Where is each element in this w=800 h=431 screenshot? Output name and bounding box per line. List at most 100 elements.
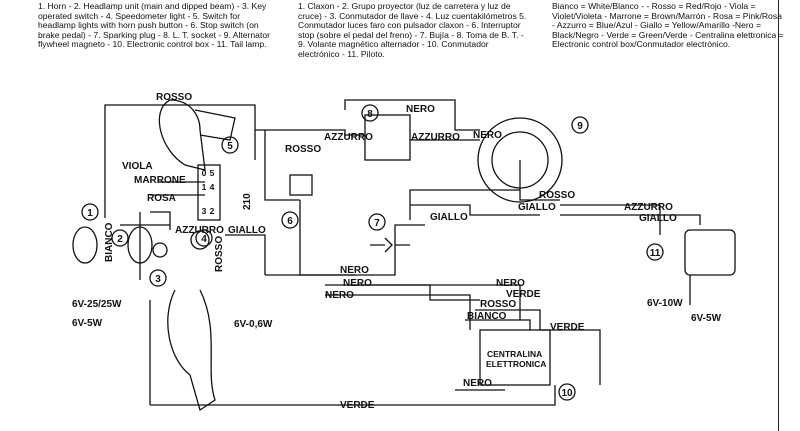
rating-headlamp-pilot: 6V-5W: [72, 318, 103, 329]
handlebar-lower-outline: [167, 289, 216, 412]
wire-label-giallo-head: GIALLO: [228, 225, 266, 236]
switch-contact-4: 4: [210, 182, 215, 192]
wire-giallo-9: [410, 204, 540, 216]
wire-label-verde-bottom: VERDE: [340, 400, 375, 411]
wire-nero-c: [325, 294, 471, 330]
wire-giallo-head: [225, 234, 266, 275]
handlebar-grip-outline: [194, 109, 236, 141]
wire-giallo-right: [560, 214, 701, 225]
component-number-5: 5: [227, 141, 233, 152]
rating-tail-pos: 6V-5W: [691, 313, 722, 324]
wire-verde-box: [540, 329, 601, 385]
control-box-10-body: [479, 329, 551, 386]
control-box-label-line1: CENTRALINA: [487, 349, 542, 359]
wire-rosso-9: [409, 189, 520, 220]
legend-wire-colors: Bianco = White/Blanco - - Rosso = Red/Ro…: [552, 1, 784, 50]
wire-nero-top: [344, 99, 480, 131]
flywheel-magneto-9-inner: [491, 131, 549, 189]
wire-verde-bottom: [150, 385, 556, 406]
wire-label-nero-b: NERO: [343, 278, 372, 289]
tail-lamp-11-body: [684, 229, 736, 276]
wire-label-verde-a: VERDE: [506, 289, 541, 300]
wire-rosa: [150, 211, 171, 230]
wire-giallo-9b: [519, 160, 560, 201]
component-number-1: 1: [87, 208, 93, 219]
wire-nero-top-left: [265, 129, 346, 135]
number-circle-3: [149, 269, 167, 287]
stop-switch-6-body: [289, 174, 313, 196]
number-circle-4: [195, 229, 213, 247]
switch-contact-5: 5: [210, 168, 215, 178]
number-circle-11: [646, 243, 664, 261]
component-number-6: 6: [287, 216, 293, 227]
number-circle-10: [558, 383, 576, 401]
component-number-9: 9: [577, 121, 583, 132]
wire-label-rosso-top: ROSSO: [156, 92, 192, 103]
legend-components-spanish: 1. Claxon - 2. Grupo proyector (luz de c…: [298, 1, 527, 59]
number-circle-8: [361, 104, 379, 122]
component-number-4: 4: [201, 234, 207, 245]
wire-label-nero-c: NERO: [325, 290, 354, 301]
flywheel-magneto-9-body: [477, 117, 563, 203]
rating-tail-stop: 6V-10W: [647, 298, 683, 309]
wire-label-giallo-mid: GIALLO: [430, 212, 468, 223]
wire-label-rosa: ROSA: [147, 193, 176, 204]
component-number-7: 7: [374, 218, 380, 229]
wire-label-giallo-right: GIALLO: [639, 213, 677, 224]
wire-label-azzurro-head: AZZURRO: [175, 225, 224, 236]
component-number-8: 8: [367, 109, 373, 120]
wire-label-bianco: BIANCO: [104, 222, 115, 262]
wire-nero-a: [299, 200, 355, 276]
spark-plug-7-body: [370, 237, 410, 253]
wire-label-nero-9: NERO: [473, 130, 502, 141]
wire-azzurro-right: [560, 204, 661, 235]
component-number-3: 3: [155, 274, 161, 285]
number-circle-6: [281, 211, 299, 229]
wire-label-rosso-box: ROSSO: [480, 299, 516, 310]
lt-socket-8-body: [364, 114, 411, 161]
wire-label-azzurro-8: AZZURRO: [324, 132, 373, 143]
component-number-10: 10: [561, 388, 573, 399]
wire-label-nero-a: NERO: [340, 265, 369, 276]
wire-label-viola: VIOLA: [122, 161, 153, 172]
wire-label-azzurro-right: AZZURRO: [624, 202, 673, 213]
rating-headlamp: 6V-25/25W: [72, 299, 122, 310]
page-border-right: [778, 0, 779, 431]
number-circle-5: [221, 136, 239, 154]
number-circle-9: [571, 116, 589, 134]
key-switch-3-body: [152, 242, 168, 258]
switch-contact-0: 0: [202, 168, 207, 178]
wire-label-rosso-left: ROSSO: [214, 236, 225, 272]
component-number-2: 2: [117, 234, 123, 245]
switch-code-210: 210: [242, 193, 253, 210]
wire-label-rosso-6: ROSSO: [285, 144, 321, 155]
switch-contact-1: 1: [202, 182, 207, 192]
rating-speedo: 6V-0,6W: [234, 319, 273, 330]
switch-contact-3: 3: [202, 206, 207, 216]
wire-rosso-top: [104, 104, 256, 218]
wire-label-marrone: MARRONE: [134, 175, 186, 186]
wire-verde-a: [350, 284, 521, 320]
switch-contact-2: 2: [210, 206, 215, 216]
wire-label-rosso-9: ROSSO: [539, 190, 575, 201]
number-circle-2: [111, 229, 129, 247]
wire-bianco-box: [465, 319, 531, 330]
number-circle-1: [81, 203, 99, 221]
legend-components-english: 1. Horn - 2. Headlamp unit (main and dip…: [38, 1, 270, 50]
wire-rosso-6: [255, 129, 300, 201]
wire-label-nero-d: NERO: [496, 278, 525, 289]
number-circle-7: [368, 213, 386, 231]
wire-label-bianco-box: BIANCO: [467, 311, 507, 322]
wire-label-nero-box: NERO: [463, 378, 492, 389]
wire-label-giallo-9: GIALLO: [518, 202, 556, 213]
component-number-11: 11: [650, 248, 661, 259]
wire-rosso-box: [475, 309, 541, 330]
wire-label-nero-top: NERO: [406, 104, 435, 115]
control-box-label-line2: ELETTRONICA: [486, 359, 546, 369]
switch-5-body: [197, 164, 221, 221]
wire-label-azzurro-8b: AZZURRO: [411, 132, 460, 143]
horn-1-body: [72, 226, 98, 264]
headlamp-unit-2-body: [127, 226, 153, 264]
wire-label-verde-box: VERDE: [550, 322, 585, 333]
